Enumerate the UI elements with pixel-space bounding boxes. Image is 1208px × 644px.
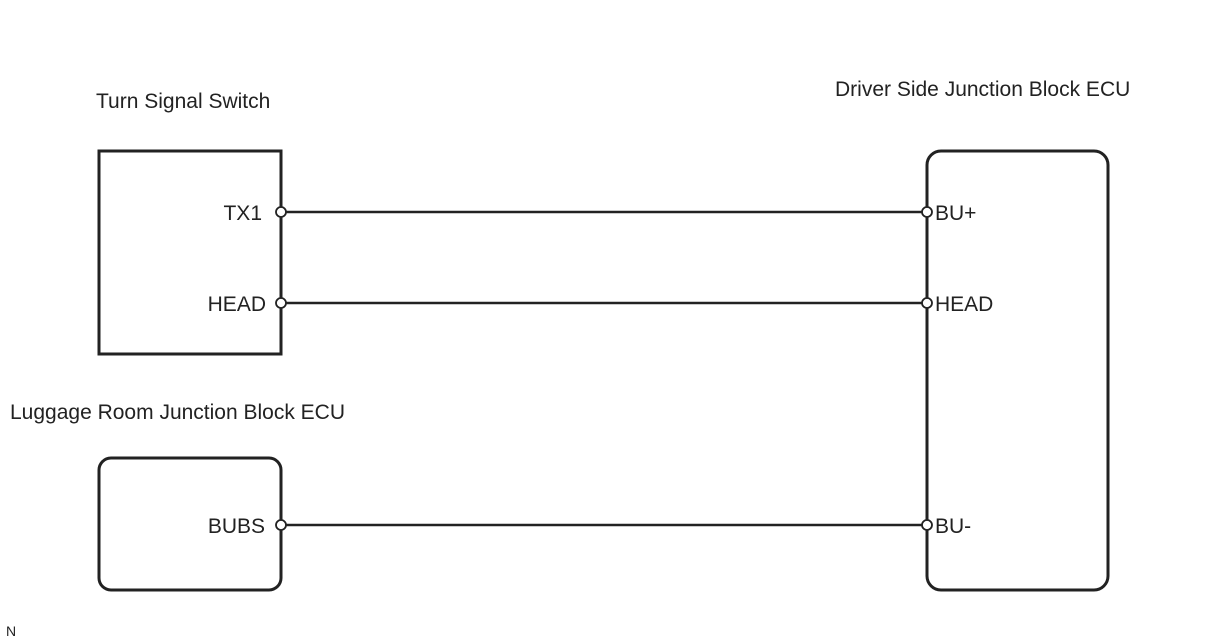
luggage-room-ecu: Luggage Room Junction Block ECU BUBS — [10, 401, 345, 592]
terminal-ecu-head — [921, 297, 933, 309]
terminal-bu-minus — [921, 519, 933, 531]
pin-label-tx1: TX1 — [223, 202, 262, 225]
turn-signal-switch: Turn Signal Switch TX1 HEAD — [96, 90, 283, 356]
terminal-switch-head — [275, 297, 287, 309]
driver-side-ecu: Driver Side Junction Block ECU BU+ HEAD … — [835, 78, 1130, 592]
pin-label-ecu-head: HEAD — [935, 293, 993, 316]
pin-label-bubs: BUBS — [208, 515, 265, 538]
pin-label-bu-plus: BU+ — [935, 202, 976, 225]
turn-signal-switch-title: Turn Signal Switch — [96, 90, 270, 113]
luggage-room-ecu-title: Luggage Room Junction Block ECU — [10, 401, 345, 424]
turn-signal-switch-box — [97, 149, 283, 356]
pin-label-switch-head: HEAD — [208, 293, 266, 316]
pin-label-bu-minus: BU- — [935, 515, 971, 538]
driver-side-ecu-box — [925, 149, 1110, 592]
terminal-bubs — [275, 519, 287, 531]
driver-side-ecu-title: Driver Side Junction Block ECU — [835, 78, 1130, 101]
terminal-bu-plus — [921, 206, 933, 218]
terminal-tx1 — [275, 206, 287, 218]
footer-code: N — [6, 623, 16, 639]
